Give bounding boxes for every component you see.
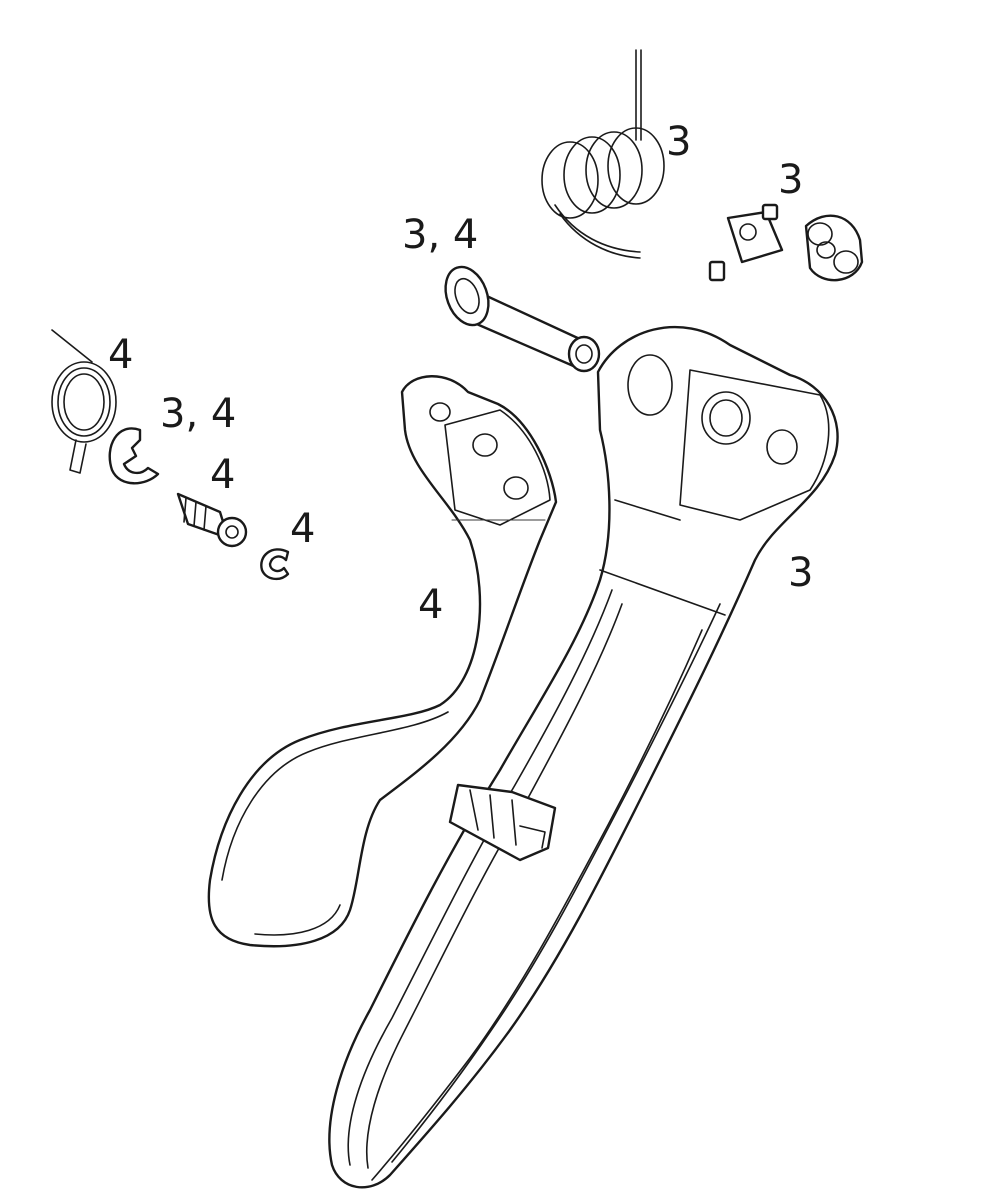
pivot-pin bbox=[444, 265, 601, 373]
callout-lever-front: 3 bbox=[788, 550, 813, 596]
callout-e-clip: 3, 4 bbox=[160, 391, 236, 437]
callout-pivot-pin: 3, 4 bbox=[402, 212, 478, 258]
callout-lever-rear: 4 bbox=[418, 582, 443, 628]
c-clip bbox=[260, 548, 290, 581]
e-clip bbox=[108, 427, 160, 485]
adjuster-screw bbox=[176, 492, 248, 548]
callout-spring-top: 3 bbox=[666, 119, 691, 165]
cam-pin-part-3 bbox=[708, 203, 864, 282]
lever-blade-part-4 bbox=[207, 375, 558, 948]
torsion-spring-part-3 bbox=[541, 49, 665, 259]
callout-spring-left: 4 bbox=[108, 332, 133, 378]
callout-cam-top: 3 bbox=[778, 157, 803, 203]
lever-blade-part-3 bbox=[328, 325, 839, 1189]
callout-c-clip: 4 bbox=[290, 506, 315, 552]
coil-spring-part-4 bbox=[51, 329, 117, 474]
callout-adjuster-screw: 4 bbox=[210, 452, 235, 498]
